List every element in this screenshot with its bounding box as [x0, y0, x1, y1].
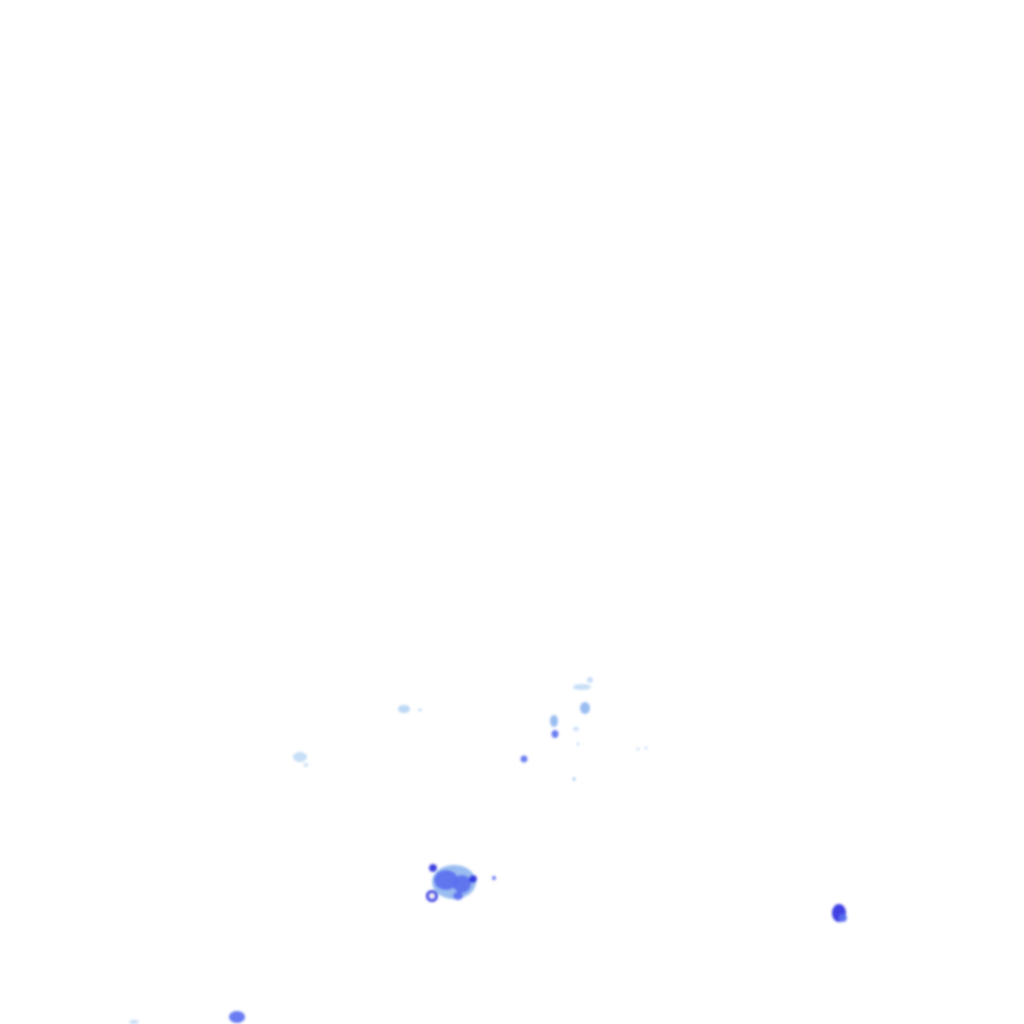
echo-cell-a: [398, 705, 422, 713]
echo-storm-main: [426, 864, 496, 902]
echo-storm-southwest: [129, 1011, 245, 1024]
echo-storm-east: [832, 904, 847, 922]
echo-cell-b: [573, 677, 593, 746]
echo-cell-e: [293, 752, 308, 767]
echo-cell-c: [550, 715, 559, 738]
echo-cell-d: [520, 755, 528, 763]
echo-cell-f: [572, 746, 648, 781]
echo-cluster-north: [293, 677, 648, 781]
